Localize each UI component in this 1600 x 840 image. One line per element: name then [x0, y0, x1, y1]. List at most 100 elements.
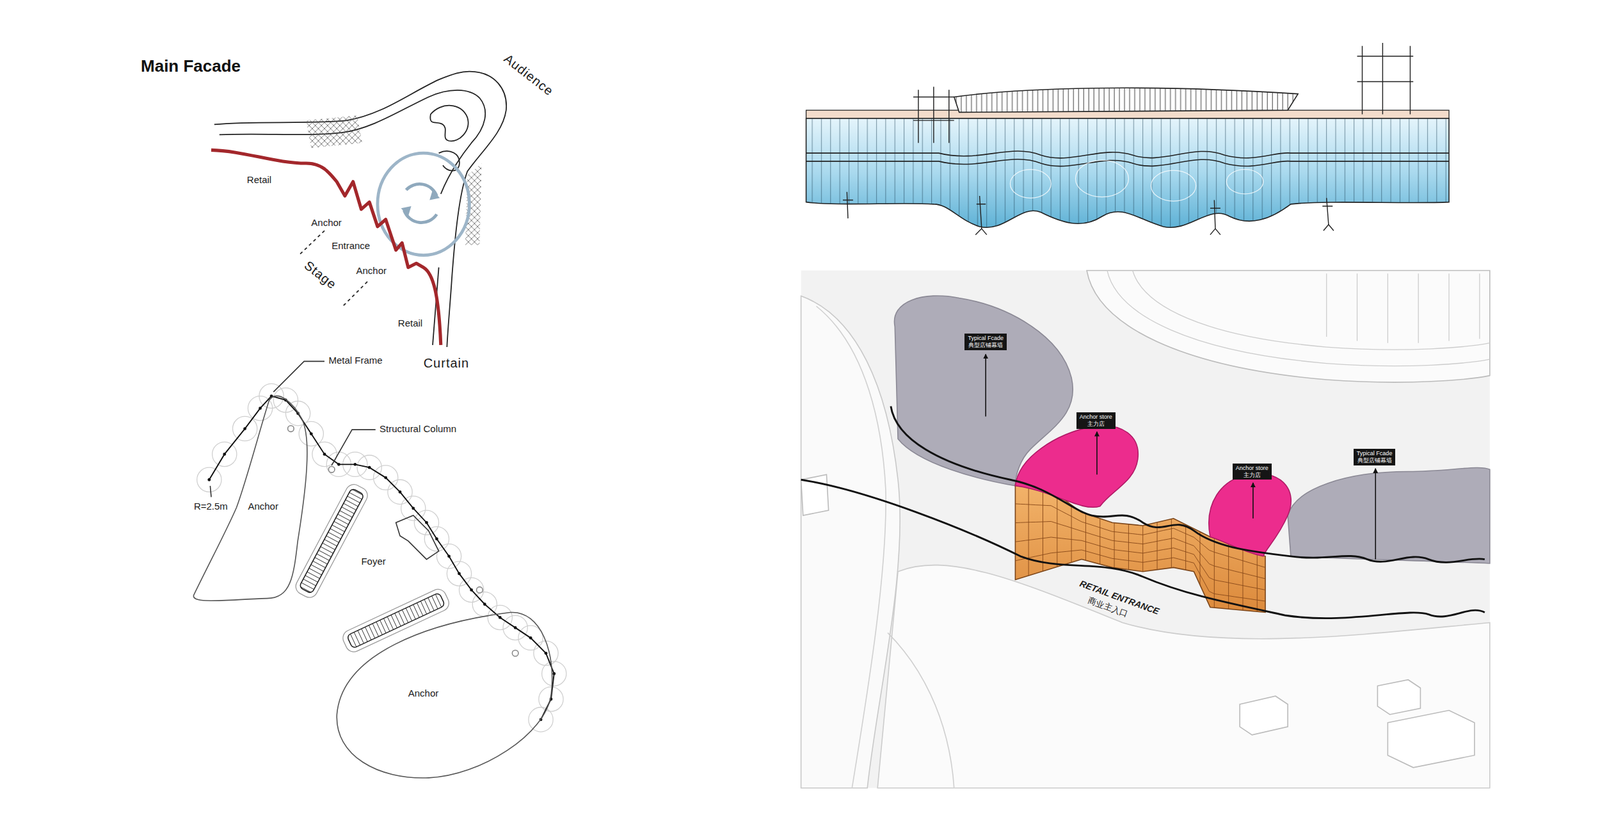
illustration-line — [1374, 468, 1376, 560]
illustration-path — [954, 87, 1298, 112]
illustration-path — [1357, 42, 1414, 115]
anchor-outline: Anchor — [187, 385, 308, 607]
illustration-ellipse — [1009, 169, 1051, 199]
illustration-ellipse — [1075, 160, 1129, 197]
illustration-g — [1009, 160, 1263, 201]
illustration-line — [1200, 531, 1201, 585]
illustration-line — [984, 353, 987, 416]
label-text: Curtain — [423, 355, 470, 370]
illustration-path — [219, 90, 486, 194]
illustration-circle — [544, 651, 548, 655]
illustration-line — [1042, 488, 1044, 571]
illustration-line — [1214, 538, 1215, 608]
diagram-title: Main Facade — [140, 56, 241, 76]
illustration-path — [806, 159, 1449, 167]
illustration-circle — [411, 506, 415, 511]
illustration-circle — [512, 649, 519, 656]
callout-text: 典型店铺幕墙 — [967, 341, 1004, 349]
label-text: Stage — [301, 257, 340, 292]
illustration-path — [954, 87, 1298, 112]
illustration-circle — [435, 536, 439, 541]
illustration-circle — [436, 544, 461, 569]
illustration-circle — [258, 406, 262, 410]
illustration-circle — [398, 490, 402, 494]
illustration-circle — [222, 452, 226, 456]
label-text: Foyer — [360, 556, 386, 568]
illustration-circle — [476, 586, 484, 594]
illustration-circle — [328, 466, 335, 473]
illustration-circle — [337, 462, 341, 466]
illustration-line — [1085, 513, 1087, 560]
illustration-circle — [243, 426, 247, 431]
illustration-ellipse — [1150, 170, 1196, 201]
illustration-path — [887, 632, 955, 788]
illustration-circle — [384, 476, 388, 480]
illustration-circle — [483, 602, 487, 606]
illustration-path — [975, 195, 987, 235]
illustration-line — [1071, 504, 1072, 563]
illustration-path — [1107, 270, 1490, 366]
illustration-g — [197, 383, 567, 732]
callout-text: Anchor store — [1235, 464, 1269, 472]
illustration-line — [1128, 524, 1129, 570]
illustration-line — [1099, 518, 1101, 564]
label-text: Entrance — [331, 240, 370, 252]
illustration-line — [1096, 431, 1098, 475]
illustration-line — [1056, 494, 1058, 567]
illustration-g — [842, 42, 1414, 235]
label-text: Audience — [501, 51, 557, 99]
illustration-path — [193, 395, 308, 601]
illustration-path — [211, 149, 441, 345]
illustration-path — [1326, 273, 1480, 343]
illustration-circle — [288, 425, 295, 432]
illustration-circle — [542, 661, 567, 686]
illustration-path — [1287, 467, 1490, 564]
callout-text: Typical Fcade — [1356, 449, 1393, 457]
illustration-path — [343, 281, 368, 306]
illustration-path — [298, 230, 325, 255]
illustration-g — [806, 151, 1449, 167]
callout-text: Typical Fcade — [967, 334, 1004, 342]
illustration-circle — [529, 636, 533, 640]
illustration-line — [1114, 522, 1115, 568]
illustration-path — [1387, 710, 1475, 768]
callout-text: 典型店铺幕墙 — [1356, 456, 1393, 464]
illustration-line — [1242, 547, 1243, 610]
anchor-shape — [332, 606, 560, 784]
illustration-circle — [323, 452, 327, 456]
callout-box: Anchor store主力店 — [1232, 463, 1272, 480]
illustration-line — [1142, 525, 1144, 572]
illustration-rect — [801, 270, 1490, 788]
illustration-path — [401, 206, 412, 217]
illustration-path — [890, 405, 1485, 562]
illustration-circle — [424, 520, 429, 525]
label-text: Metal Frame — [328, 355, 383, 367]
illustration-path — [1322, 197, 1334, 231]
illustration-circle — [498, 615, 502, 619]
illustration-polyline — [209, 396, 555, 720]
illustration-circle — [309, 432, 313, 436]
illustration-path — [806, 151, 1449, 159]
callout-text: 主力店 — [1235, 471, 1269, 479]
callout-text: 主力店 — [1079, 420, 1113, 428]
callout-text: Anchor store — [1079, 413, 1113, 421]
callout-box: Typical Fcade典型店铺幕墙 — [964, 333, 1007, 351]
illustration-path — [1132, 270, 1490, 350]
illustration-path — [806, 118, 1449, 228]
illustration-circle — [469, 588, 473, 592]
illustration-path — [801, 479, 1485, 618]
illustration-path — [816, 305, 887, 788]
illustration-circle — [552, 672, 556, 676]
illustration-path — [1015, 425, 1138, 508]
illustration-rect — [298, 487, 365, 594]
label-text: Anchor — [355, 265, 387, 277]
illustration-path — [1086, 270, 1490, 383]
illustration-path — [1210, 199, 1221, 235]
node-text: Anchor — [247, 501, 279, 512]
callout-box: Typical Fcade典型店铺幕墙 — [1353, 448, 1396, 466]
illustration-path — [305, 115, 363, 148]
illustration-circle — [207, 478, 211, 482]
illustration-path — [396, 515, 440, 560]
illustration-line — [1228, 543, 1229, 610]
